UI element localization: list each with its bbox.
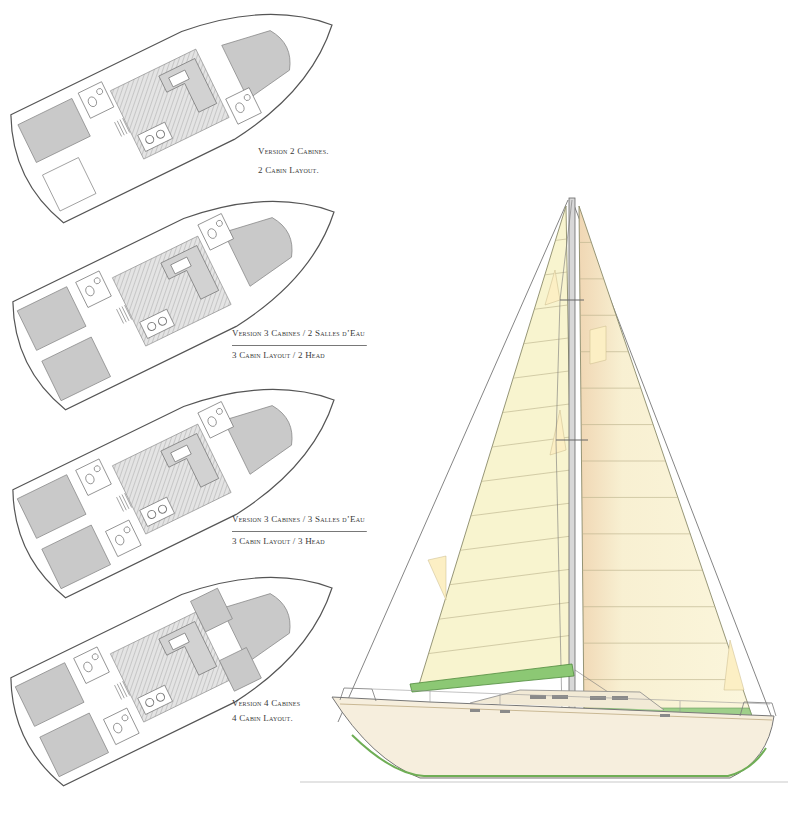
- layout-caption: Version 3 Cabines / 3 Salles d’Eau: [232, 514, 365, 525]
- layout-caption: 3 Cabin Layout / 2 Head: [232, 350, 325, 361]
- caption-rules: [232, 346, 367, 532]
- layout-caption: Version 4 Cabines: [232, 698, 300, 709]
- deck-plan: [0, 158, 360, 416]
- layout-caption: 3 Cabin Layout / 3 Head: [232, 536, 325, 547]
- layout-caption: Version 2 Cabines.: [258, 146, 329, 157]
- layout-caption: 2 Cabin Layout.: [258, 165, 319, 176]
- layout-caption: 4 Cabin Layout.: [232, 713, 293, 724]
- deck-plan: [0, 346, 360, 604]
- deck-plans: [0, 0, 360, 792]
- layout-caption: Version 3 Cabines / 2 Salles d’Eau: [232, 328, 365, 339]
- sail-plan: [300, 198, 788, 782]
- deck-plan: [0, 0, 358, 229]
- deck-plan: [0, 534, 358, 792]
